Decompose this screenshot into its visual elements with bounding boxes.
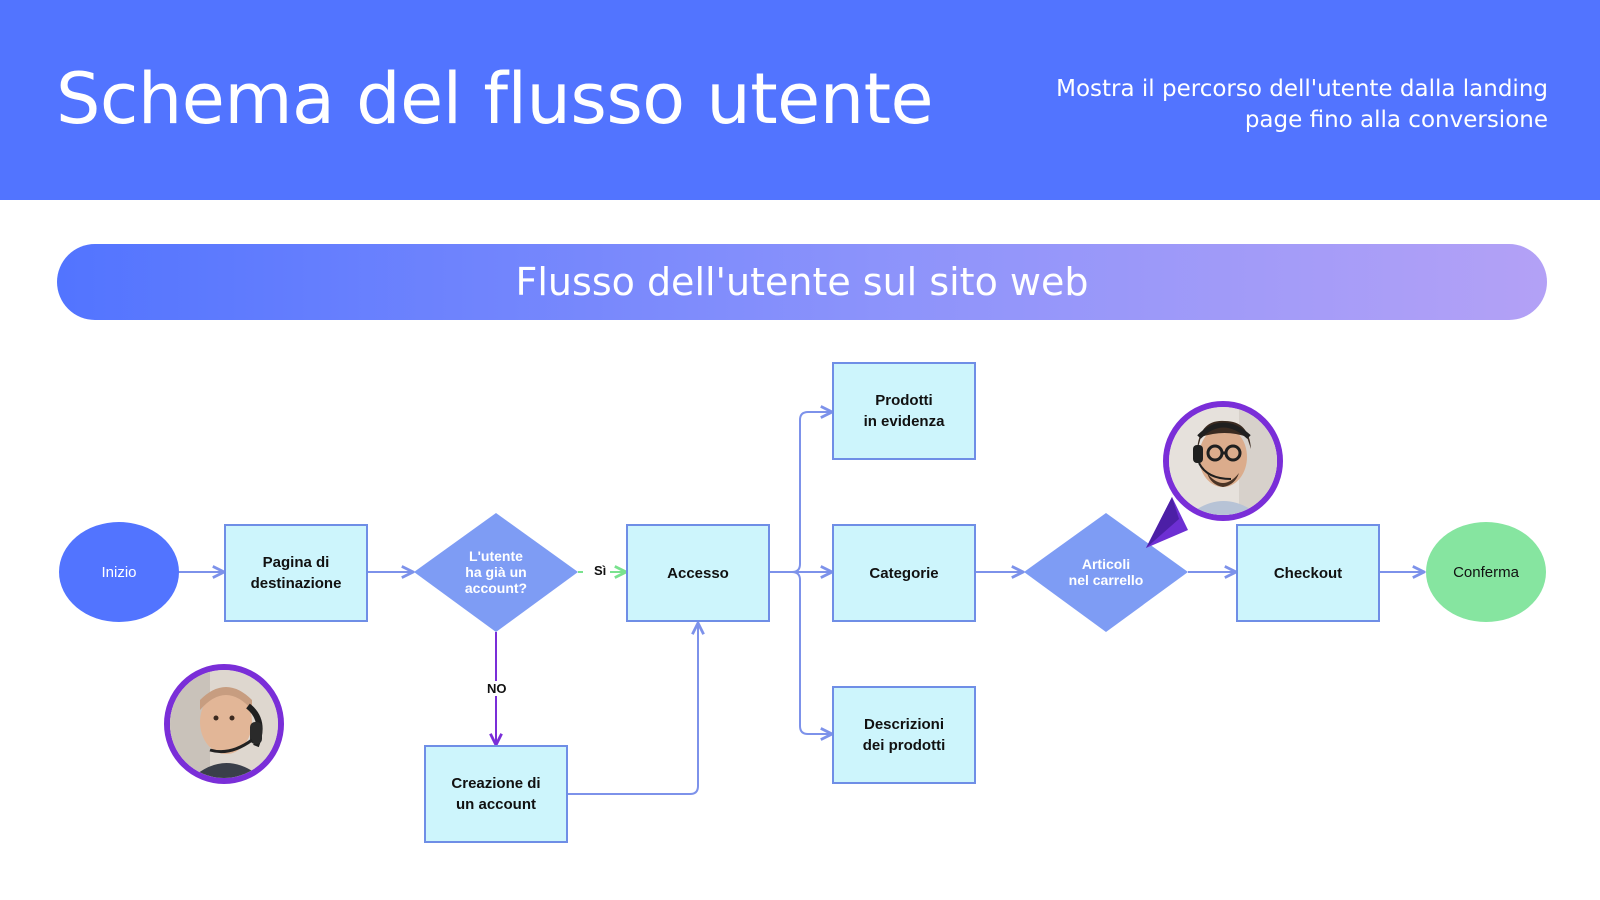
yes-label: Sì <box>594 563 607 578</box>
page-subtitle: Mostra il percorso dell'utente dalla lan… <box>1056 76 1548 133</box>
agent-portrait-right <box>1169 407 1277 515</box>
decision-label: L'utente ha già un account? <box>464 548 528 596</box>
landing-page-node: Pagina di destinazione <box>224 524 368 622</box>
page-title: Schema del flusso utente <box>56 58 934 140</box>
cart-diamond <box>1024 513 1188 632</box>
no-label: NO <box>485 681 509 696</box>
connector-login-branch <box>770 412 832 573</box>
featured-products-node: Prodotti in evidenza <box>832 362 976 460</box>
checkout-node: Checkout <box>1236 524 1380 622</box>
confirm-node: Conferma <box>1426 522 1546 622</box>
banner-title: Flusso dell'utente sul sito web <box>515 260 1089 304</box>
categories-node: Categorie <box>832 524 976 622</box>
support-agent-avatar-icon <box>1163 401 1283 521</box>
start-node-label: Inizio <box>101 563 137 581</box>
start-node: Inizio <box>59 522 179 622</box>
confirm-node-label: Conferma <box>1453 563 1519 581</box>
connector-login-descriptions <box>791 571 832 734</box>
decision-diamond <box>414 513 578 632</box>
login-node: Accesso <box>626 524 770 622</box>
header: Schema del flusso utente Mostra il perco… <box>0 0 1600 200</box>
connector-create-login <box>568 623 698 795</box>
section-banner: Flusso dell'utente sul sito web <box>57 244 1547 320</box>
product-descriptions-node: Descrizioni dei prodotti <box>832 686 976 784</box>
cart-label: Articoli nel carrello <box>1068 556 1144 588</box>
create-account-node: Creazione di un account <box>424 745 568 843</box>
support-agent-avatar-icon <box>164 664 284 784</box>
agent-portrait-left <box>170 670 278 778</box>
